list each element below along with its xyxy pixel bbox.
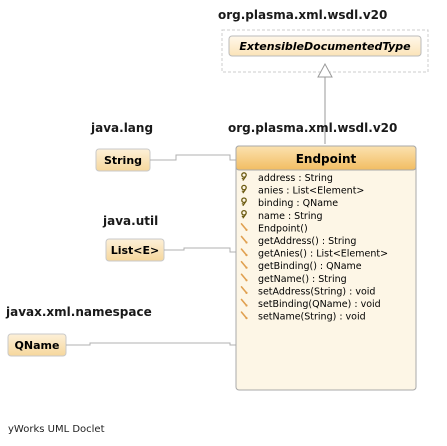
connector-qname [66,342,236,346]
class-field-text: name : String [258,211,323,222]
class-method-row[interactable]: getAnies() : List<Element> [240,248,389,260]
class-methods: Endpoint() getAddress() : String getAnies(… [240,223,389,323]
type-ref-string-label: String [104,154,142,167]
field-key-icon [241,172,247,181]
class-method-row[interactable]: setName(String) : void [240,311,366,323]
connector-string [150,154,236,161]
type-ref-list[interactable]: List<E> [105,238,165,262]
method-icon [240,298,248,307]
type-ref-qname[interactable]: QName [7,333,67,357]
class-method-text: getBinding() : QName [258,261,362,272]
field-key-icon [241,209,247,219]
class-method-text: Endpoint() [258,223,308,234]
class-method-row[interactable]: Endpoint() [240,223,308,234]
class-field-row[interactable]: binding : QName [241,197,339,209]
class-field-text: anies : List<Element> [258,186,364,197]
class-method-row[interactable]: getBinding() : QName [240,260,362,272]
type-ref-qname-label: QName [15,339,60,352]
class-header [235,145,417,171]
class-method-row[interactable]: getName() : String [240,273,347,285]
class-method-row[interactable]: setAddress(String) : void [240,286,376,297]
generalization-connector [317,62,333,144]
class-method-text: setName(String) : void [258,312,366,323]
generalization-arrowhead-icon [317,62,333,78]
method-icon [240,235,248,244]
method-icon [240,311,248,320]
class-field-row[interactable]: name : String [241,209,323,222]
footer-credit: yWorks UML Doclet [8,424,105,435]
package-label-javax-xml-namespace: javax.xml.namespace [5,305,152,319]
supertype-name: ExtensibleDocumentedType [239,40,411,53]
package-label-top: org.plasma.xml.wsdl.v20 [218,8,387,22]
class-fields: address : String anies : List<Element>bin… [241,172,365,222]
package-label-main: org.plasma.xml.wsdl.v20 [228,121,397,135]
class-field-row[interactable]: address : String [241,172,333,184]
class-field-text: address : String [258,173,333,184]
supertype-header [228,35,422,57]
class-method-text: getAddress() : String [258,236,356,247]
method-icon [240,260,248,269]
method-icon [240,273,248,282]
connector-list [164,247,236,253]
class-method-text: getName() : String [258,274,347,285]
dependency-connectors [66,154,236,346]
class-field-text: binding : QName [258,198,338,209]
package-label-java-util: java.util [102,214,158,228]
class-name: Endpoint [296,152,357,166]
field-key-icon [241,184,247,194]
class-method-text: setBinding(QName) : void [258,299,381,310]
type-ref-string[interactable]: String [95,148,151,172]
class-method-text: getAnies() : List<Element> [258,249,388,260]
class-method-row[interactable]: setBinding(QName) : void [240,298,381,310]
class-method-text: setAddress(String) : void [258,286,375,297]
supertype-box[interactable]: ExtensibleDocumentedType [221,29,429,73]
method-icon [240,286,248,294]
class-endpoint[interactable]: Endpoint address : String anies : List<El… [235,145,417,391]
type-ref-list-label: List<E> [111,244,160,257]
class-field-row[interactable]: anies : List<Element> [241,184,365,197]
class-method-row[interactable]: getAddress() : String [240,235,357,247]
method-icon [240,223,248,231]
field-key-icon [241,197,247,207]
package-label-java-lang: java.lang [90,121,153,135]
method-icon [240,248,248,257]
